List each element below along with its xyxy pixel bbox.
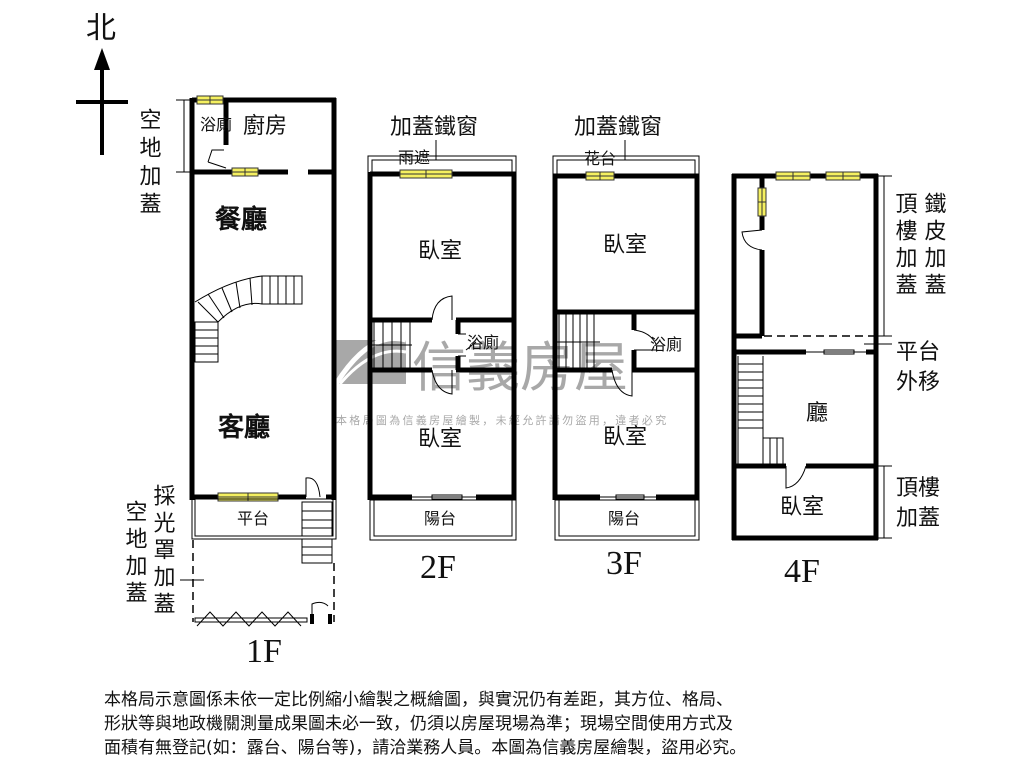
- annotation-4f-platform-moved: 平台外移: [896, 340, 941, 395]
- disclaimer-line: 形狀等與地政機關測量成果圖未必一致，仍須以房屋現場為準；現場空間使用方式及: [104, 714, 733, 734]
- floor-label-3f: 3F: [606, 545, 642, 582]
- room-label-bedroom: 臥室: [418, 239, 462, 264]
- annotation-4f-rooftop-bottom: 頂樓加蓋: [896, 476, 941, 531]
- room-label-bath: 浴廁: [200, 115, 232, 134]
- room-label-bedroom: 臥室: [418, 427, 462, 452]
- annotation-canopy: 雨遮: [398, 148, 430, 167]
- annotation-1f-top: 空地加蓋: [136, 108, 162, 220]
- annotation-4f-rooftop: 頂樓加蓋: [892, 192, 918, 300]
- room-label-balcony: 陽台: [608, 509, 640, 528]
- room-label-kitchen: 廚房: [243, 114, 287, 139]
- disclaimer-line: 本格局示意圖係未依一定比例縮小繪製之概繪圖，與實況仍有差距，其方位、格局、: [104, 690, 733, 710]
- floor-4f: 廳 臥室 4F: [731, 171, 892, 590]
- watermark-notice: 本格局圖為信義房屋繪製，未經允許請勿盜用，違者必究: [336, 413, 669, 427]
- room-label-bedroom: 臥室: [603, 425, 647, 450]
- annotation-1f-bottom: 空地加蓋: [122, 500, 148, 608]
- north-arrow-icon: [94, 48, 110, 70]
- annotation-1f-skylight: 採光罩加蓋: [150, 484, 176, 619]
- room-label-bedroom: 臥室: [780, 495, 824, 520]
- north-label: 北: [86, 11, 116, 46]
- room-label-hall: 廳: [806, 401, 828, 426]
- window-icon: [399, 169, 453, 179]
- door-icon: [431, 369, 453, 395]
- floor-label-1f: 1F: [246, 633, 282, 670]
- svg-text:空地加蓋: 空地加蓋: [136, 108, 162, 220]
- annotation-4f-iron-sheet: 鐵皮加蓋: [921, 192, 947, 300]
- room-label-bath: 浴廁: [467, 333, 499, 352]
- watermark: 信義房屋 本格局圖為信義房屋繪製，未經允許請勿盜用，違者必究: [333, 336, 669, 427]
- room-label-dining: 餐廳: [215, 204, 267, 235]
- floor-3f: 加蓋鐵窗 花台 臥室 浴廁 臥室 陽台 3F: [552, 115, 700, 582]
- window-icon: [757, 171, 861, 217]
- annotation-iron-window: 加蓋鐵窗: [390, 115, 478, 140]
- floor-label-2f: 2F: [420, 549, 456, 586]
- staircase-icon: [194, 275, 303, 363]
- annotation-iron-window: 加蓋鐵窗: [574, 115, 662, 140]
- floor-label-4f: 4F: [784, 553, 820, 590]
- door-icon: [305, 477, 321, 498]
- svg-text:空地加蓋: 空地加蓋: [122, 500, 148, 608]
- door-icon: [611, 369, 633, 397]
- folding-door-icon: [194, 601, 329, 627]
- room-label-living: 客廳: [218, 412, 270, 443]
- door-icon: [431, 295, 453, 321]
- disclaimer-line: 面積有無登記(如：露台、陽台等)，請洽業務人員。本圖為信義房屋繪製，盜用必究。: [104, 738, 747, 758]
- door-icon: [633, 329, 657, 345]
- floor-2f: 加蓋鐵窗 雨遮 臥室 浴廁 臥室 陽台 2F: [367, 115, 517, 586]
- room-label-balcony: 陽台: [424, 509, 456, 528]
- floor-1f: 浴廁 廚房 餐廳 客廳 平台 1F: [176, 95, 337, 670]
- svg-text:採光罩加蓋: 採光罩加蓋: [150, 484, 176, 619]
- door-icon: [785, 465, 807, 489]
- door-icon: [741, 229, 763, 251]
- room-label-bedroom: 臥室: [603, 233, 647, 258]
- window-icon: [196, 95, 279, 502]
- room-label-platform: 平台: [237, 509, 269, 528]
- annotation-planter: 花台: [584, 149, 616, 168]
- north-compass: 北: [76, 11, 128, 155]
- room-label-bath: 浴廁: [650, 335, 682, 354]
- window-icon: [585, 171, 615, 181]
- disclaimer: 本格局示意圖係未依一定比例縮小繪製之概繪圖，與實況仍有差距，其方位、格局、 形狀…: [104, 688, 934, 760]
